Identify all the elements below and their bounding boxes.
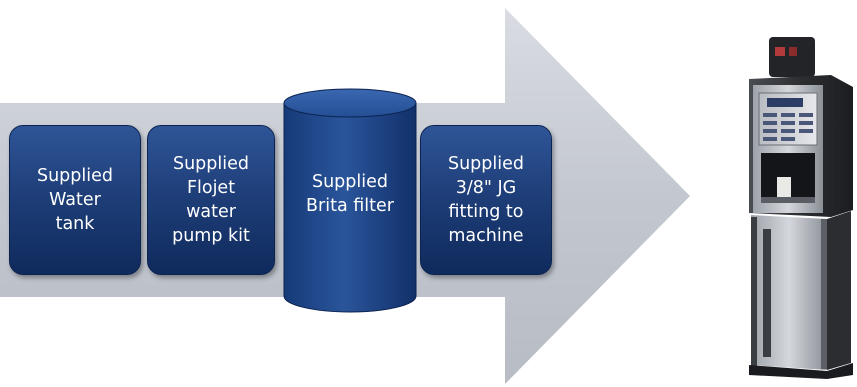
step-jg-fitting: Supplied 3/8" JG fitting to machine	[420, 125, 552, 275]
step-water-tank: Supplied Water tank	[9, 125, 141, 275]
coffee-vending-machine-icon	[749, 37, 853, 379]
step-flojet-pump-kit: Supplied Flojet water pump kit	[147, 125, 275, 275]
step-brita-filter-label: Supplied Brita filter	[306, 172, 394, 216]
step-brita-filter-cylinder	[283, 88, 417, 313]
